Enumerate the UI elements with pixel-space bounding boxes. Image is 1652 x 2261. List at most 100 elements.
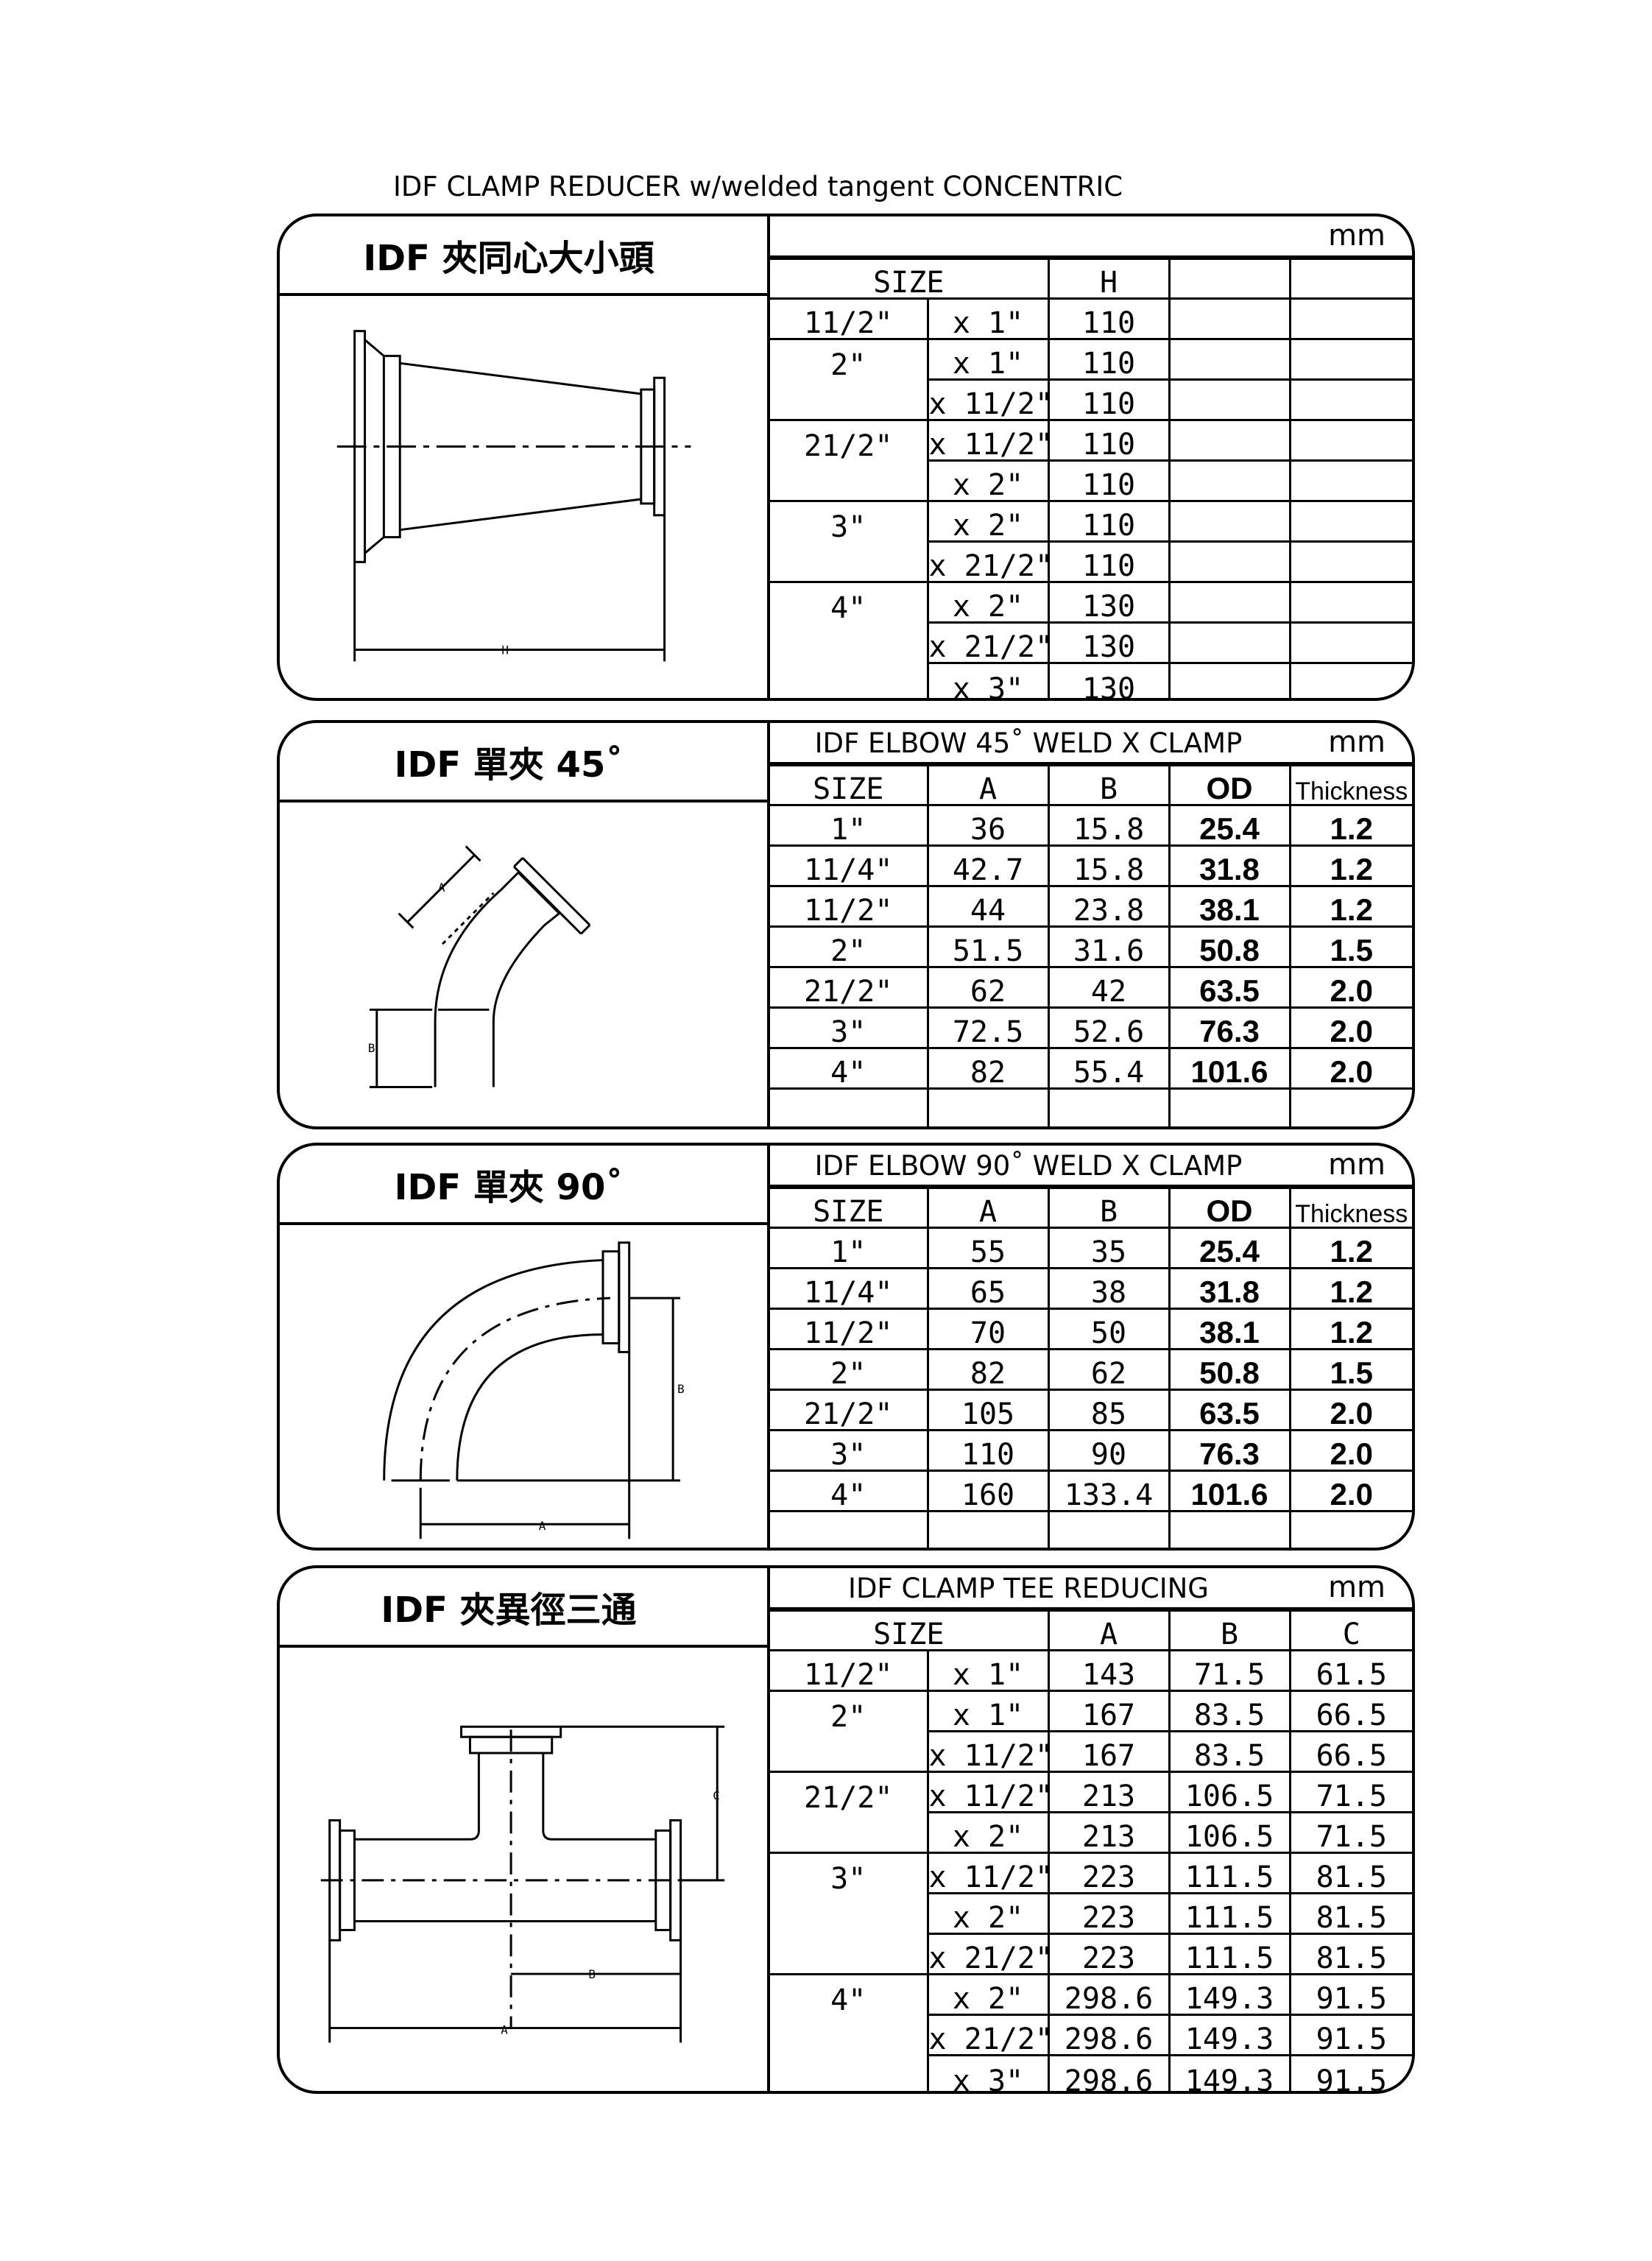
col-header-size: SIZE xyxy=(770,1187,929,1228)
unit-label: mm xyxy=(1328,219,1386,253)
size-cell: 3" xyxy=(770,1429,929,1472)
od-cell: 25.4 xyxy=(1168,1227,1291,1269)
reducer-table-header: mm xyxy=(770,216,1412,258)
table-row: 3"x 2"110 xyxy=(770,500,1412,543)
size-cell: 21/2" xyxy=(770,1771,929,1813)
a-cell: 72.5 xyxy=(926,1006,1050,1049)
reducer-panel: IDF 夾同心大小頭 H xyxy=(280,216,770,698)
od-cell: 50.8 xyxy=(1168,925,1291,968)
reducer-card: IDF 夾同心大小頭 H mm xyxy=(277,214,1415,701)
value-cell: 110 xyxy=(1047,338,1171,381)
b-cell: 31.6 xyxy=(1047,925,1171,968)
size-cell xyxy=(770,2055,929,2091)
elbow90-dim-a: A xyxy=(539,1519,546,1533)
a-cell: 51.5 xyxy=(926,925,1050,968)
sub-size-cell: x 2" xyxy=(926,500,1050,543)
tee-drawing: A B C xyxy=(280,1648,767,2091)
empty-cell xyxy=(1288,459,1412,502)
col-header-b: B xyxy=(1047,1187,1171,1228)
b-cell: 62 xyxy=(1047,1348,1171,1391)
empty-cell xyxy=(1288,581,1412,624)
empty-cell xyxy=(1288,500,1412,543)
tee-panel: IDF 夾異徑三通 xyxy=(280,1568,770,2091)
sub-size-cell: x 11/2" xyxy=(926,1730,1050,1773)
size-cell: 3" xyxy=(770,1006,929,1049)
b-cell: 85 xyxy=(1047,1389,1171,1431)
empty-cell xyxy=(1168,662,1291,698)
sub-size-cell: x 3" xyxy=(926,2054,1050,2091)
elbow90-diagram: A B xyxy=(383,1241,685,1539)
od-cell: 63.5 xyxy=(1168,966,1291,1009)
value-cell: 71.5 xyxy=(1288,1811,1412,1854)
tee-diagram: A B C xyxy=(320,1725,725,2043)
value-cell: 106.5 xyxy=(1168,1771,1291,1813)
od-cell: 50.8 xyxy=(1168,1348,1291,1391)
elbow45-table-title: IDF ELBOW 45˚ WELD X CLAMP xyxy=(814,727,1243,759)
value-cell: 298.6 xyxy=(1047,1973,1171,2016)
size-cell xyxy=(770,622,929,663)
b-cell: 15.8 xyxy=(1047,804,1171,847)
a-cell: 70 xyxy=(926,1308,1050,1350)
value-cell: 66.5 xyxy=(1288,1690,1412,1732)
a-cell: 44 xyxy=(926,885,1050,928)
value-cell: 83.5 xyxy=(1168,1730,1291,1773)
b-cell: 55.4 xyxy=(1047,1047,1171,1090)
thickness-cell: 1.2 xyxy=(1288,1227,1412,1269)
thickness-cell: 2.0 xyxy=(1288,1429,1412,1472)
value-cell: 110 xyxy=(1047,378,1171,421)
thickness-cell: 2.0 xyxy=(1288,966,1412,1009)
value-cell: 149.3 xyxy=(1168,2014,1291,2056)
col-header-od: OD xyxy=(1168,1187,1291,1228)
b-cell: 15.8 xyxy=(1047,844,1171,887)
value-cell: 130 xyxy=(1047,621,1171,664)
elbow45-drawing: A B xyxy=(280,803,767,1126)
thickness-cell: 1.2 xyxy=(1288,804,1412,847)
page-title: IDF CLAMP REDUCER w/welded tangent CONCE… xyxy=(393,171,1123,202)
size-cell: 21/2" xyxy=(770,1389,929,1431)
tee-dim-c: C xyxy=(713,1789,720,1803)
size-cell: 3" xyxy=(770,1852,929,1894)
size-cell: 2" xyxy=(770,1348,929,1391)
size-cell xyxy=(770,460,929,502)
a-cell: 105 xyxy=(926,1389,1050,1431)
value-cell: 149.3 xyxy=(1168,2054,1291,2091)
value-cell: 106.5 xyxy=(1168,1811,1291,1854)
a-cell: 82 xyxy=(926,1047,1050,1090)
sub-size-cell: x 21/2" xyxy=(926,621,1050,664)
empty-cell xyxy=(1168,621,1291,664)
elbow45-card: IDF 單夾 45˚ A B xyxy=(277,720,1415,1129)
elbow90-table-panel: IDF ELBOW 90˚ WELD X CLAMP mm SIZE A B O… xyxy=(770,1146,1412,1548)
size-cell: 21/2" xyxy=(770,966,929,1009)
size-cell: 11/4" xyxy=(770,844,929,887)
size-cell xyxy=(770,2014,929,2056)
value-cell: 66.5 xyxy=(1288,1730,1412,1773)
sub-size-cell: x 1" xyxy=(926,1649,1050,1692)
reducer-title: IDF 夾同心大小頭 xyxy=(280,216,767,296)
a-cell: 36 xyxy=(926,804,1050,847)
size-cell xyxy=(770,541,929,583)
size-cell: 11/2" xyxy=(770,1649,929,1692)
reducer-dim-h: H xyxy=(501,643,509,657)
value-cell: 167 xyxy=(1047,1730,1171,1773)
value-cell: 298.6 xyxy=(1047,2014,1171,2056)
table-row: x 2"110 xyxy=(770,459,1412,502)
elbow45-title: IDF 單夾 45˚ xyxy=(280,723,767,803)
size-cell: 2" xyxy=(770,338,929,380)
empty-cell xyxy=(1168,1087,1291,1126)
value-cell: 223 xyxy=(1047,1852,1171,1894)
tee-table-header: IDF CLAMP TEE REDUCING mm xyxy=(770,1568,1412,1609)
value-cell: 110 xyxy=(1047,500,1171,543)
empty-cell xyxy=(1288,297,1412,340)
